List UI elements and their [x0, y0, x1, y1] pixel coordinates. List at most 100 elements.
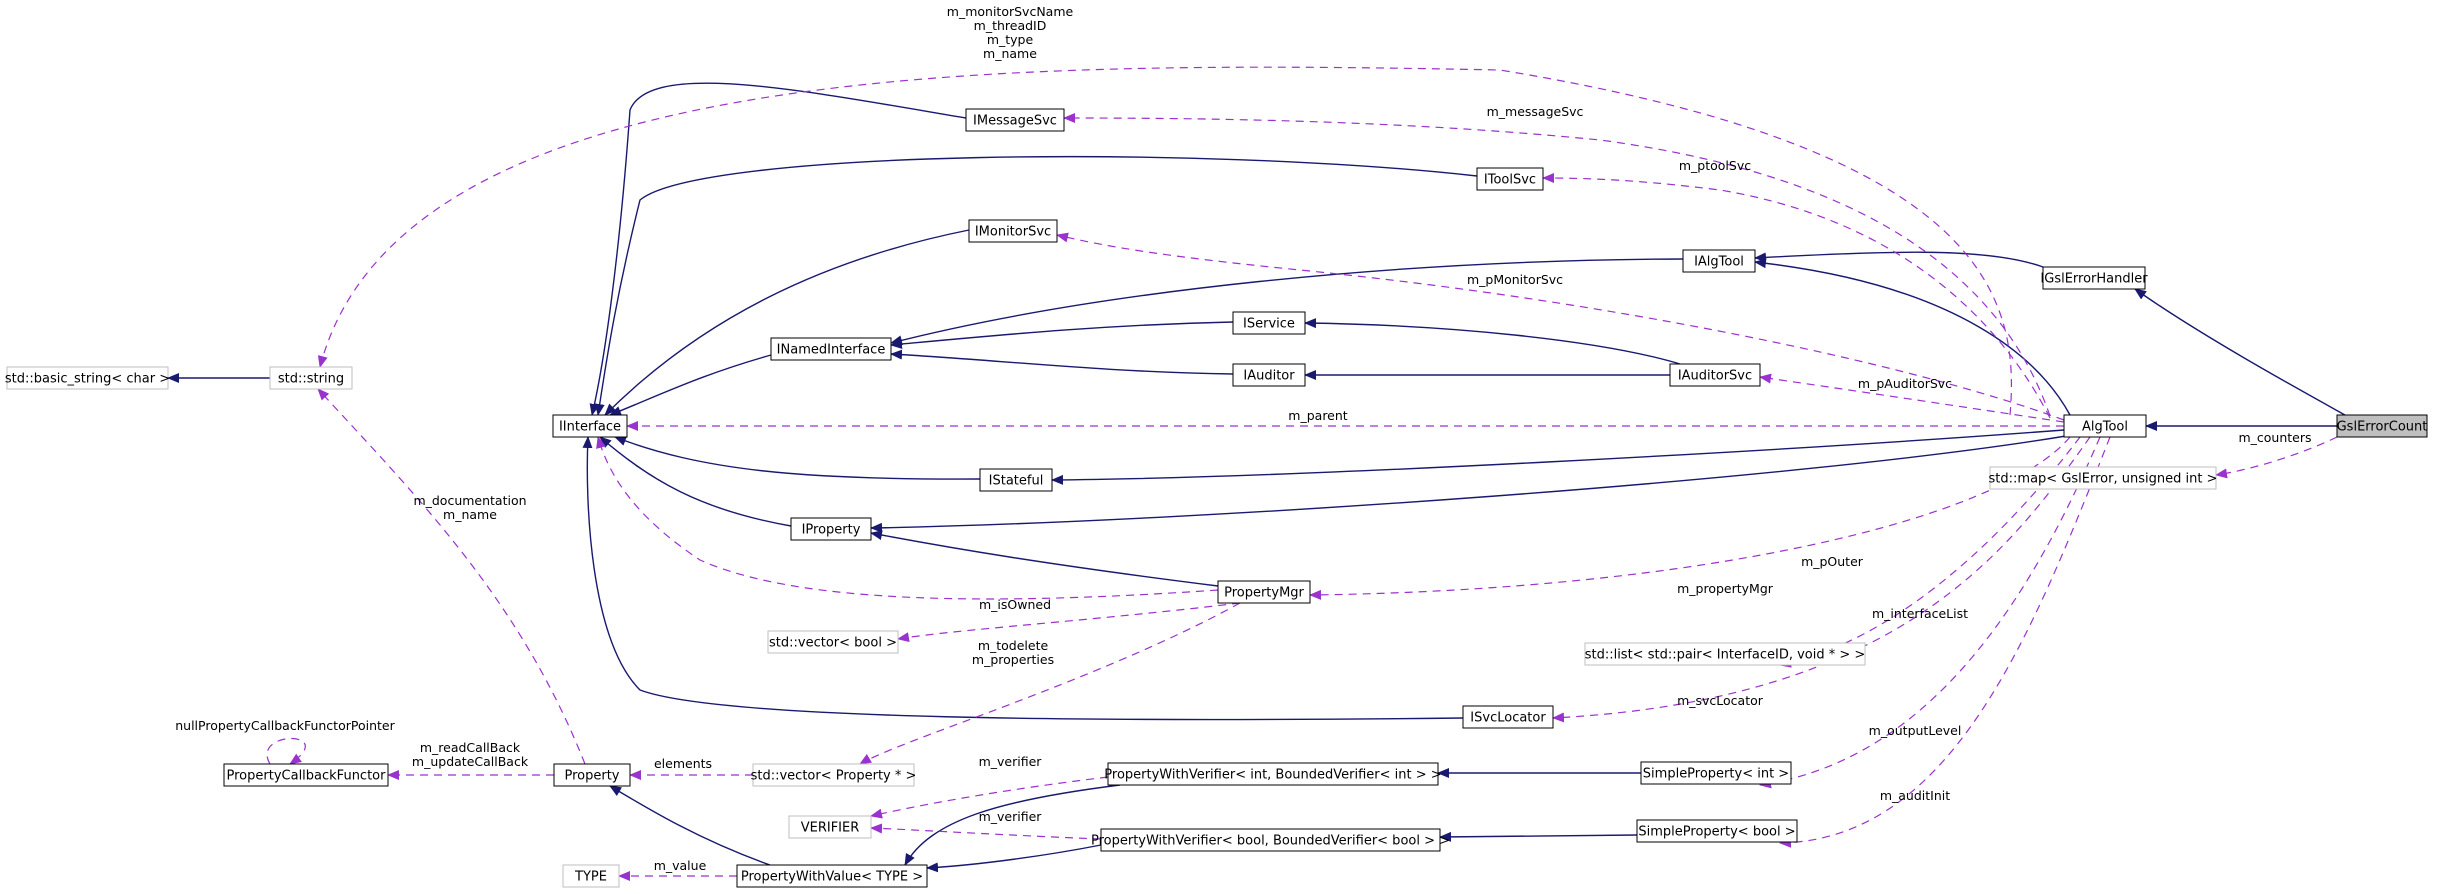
edge-label-AlgTool-to-SimpleProperty_bool: m_auditInit [1880, 788, 1950, 803]
inheritance-edge-AlgTool-to-IStateful [1051, 429, 2065, 485]
inheritance-edge-INamedInterface-to-IInterface [609, 354, 772, 416]
usage-edge-AlgTool-to-IToolSvc [1542, 173, 2051, 419]
class-node-SimpleProperty_int[interactable]: SimpleProperty< int > [1640, 761, 1792, 785]
inheritance-edge-PropertyMgr-to-IProperty [870, 530, 1219, 587]
class-node-IService[interactable]: IService [1232, 311, 1306, 335]
class-node-IToolSvc[interactable]: IToolSvc [1476, 167, 1544, 191]
class-label-ISvcLocator: ISvcLocator [1470, 711, 1546, 726]
edge-label-AlgTool-to-PropertyMgr: m_propertyMgr [1677, 581, 1774, 596]
class-box-TYPE [562, 864, 620, 888]
class-box-IAuditorSvc [1669, 363, 1761, 387]
usage-edge-AlgTool-to-SimpleProperty_int [1759, 436, 2101, 789]
inheritance-edge-IAuditor-to-INamedInterface [890, 349, 1234, 375]
class-node-AlgTool[interactable]: AlgTool [2063, 414, 2147, 438]
class-label-std_vector_prop: std::vector< Property * > [751, 769, 917, 784]
inheritance-edge-PWV_bool-to-PropertyWithValue [926, 844, 1102, 873]
class-box-PropertyMgr [1217, 580, 1311, 604]
class-box-IToolSvc [1476, 167, 1544, 191]
edge-label-AlgTool-to-IInterface: m_parent [1288, 408, 1347, 423]
class-box-AlgTool [2063, 414, 2147, 438]
class-node-IAuditor[interactable]: IAuditor [1232, 363, 1306, 387]
edge-label-AlgTool-to-ISvcLocator: m_svcLocator [1677, 693, 1764, 708]
class-node-IMessageSvc[interactable]: IMessageSvc [965, 108, 1065, 132]
class-box-std_vector_bool [767, 630, 899, 654]
class-label-IAlgTool: IAlgTool [1694, 255, 1744, 270]
class-label-std_vector_bool: std::vector< bool > [769, 636, 897, 651]
class-label-SimpleProperty_int: SimpleProperty< int > [1643, 767, 1789, 782]
class-node-IGslErrorHandler[interactable]: IGslErrorHandler [2040, 266, 2148, 290]
usage-edge-AlgTool-to-IMonitorSvc [1056, 232, 2065, 421]
class-label-IService: IService [1243, 317, 1295, 332]
usage-edge-AlgTool-to-IMessageSvc [1063, 113, 2051, 417]
class-node-PWV_int[interactable]: PropertyWithVerifier< int, BoundedVerifi… [1104, 762, 1442, 786]
class-label-IAuditor: IAuditor [1243, 369, 1295, 384]
edge-label-AlgTool-to-IMonitorSvc: m_pMonitorSvc [1467, 272, 1563, 287]
class-box-std_map [1989, 466, 2217, 490]
class-label-IProperty: IProperty [802, 523, 861, 538]
class-node-INamedInterface[interactable]: INamedInterface [770, 337, 892, 361]
class-node-SimpleProperty_bool[interactable]: SimpleProperty< bool > [1636, 819, 1798, 843]
class-node-VERIFIER[interactable]: VERIFIER [788, 815, 872, 839]
class-box-IMessageSvc [965, 108, 1065, 132]
edge-label-PropertyCallbackFunctor-to-PropertyCallbackFunctor: nullPropertyCallbackFunctorPointer [175, 718, 395, 733]
class-label-PropertyWithValue: PropertyWithValue< TYPE > [741, 870, 923, 885]
class-label-PropertyCallbackFunctor: PropertyCallbackFunctor [227, 769, 387, 784]
class-node-IProperty[interactable]: IProperty [790, 517, 872, 541]
class-node-PropertyWithValue[interactable]: PropertyWithValue< TYPE > [736, 864, 928, 888]
class-box-std_vector_prop [752, 763, 915, 787]
class-node-IAlgTool[interactable]: IAlgTool [1682, 249, 1756, 273]
inheritance-edge-IAlgTool-to-INamedInterface [890, 258, 1684, 346]
usage-edge-AlgTool-to-std_string [317, 66, 2012, 416]
class-node-IStateful[interactable]: IStateful [979, 468, 1053, 492]
edge-label-AlgTool-to-IAuditorSvc: m_pAuditorSvc [1858, 376, 1952, 391]
class-node-Property[interactable]: Property [553, 763, 631, 787]
class-box-IService [1232, 311, 1306, 335]
class-node-std_vector_prop[interactable]: std::vector< Property * > [751, 763, 917, 787]
edge-label-GslErrorCount-to-std_map: m_counters [2238, 430, 2311, 445]
class-label-PWV_int: PropertyWithVerifier< int, BoundedVerifi… [1104, 768, 1441, 783]
class-node-IInterface[interactable]: IInterface [552, 414, 628, 438]
class-node-IMonitorSvc[interactable]: IMonitorSvc [968, 219, 1058, 243]
class-box-PWV_int [1107, 762, 1439, 786]
class-node-PropertyMgr[interactable]: PropertyMgr [1217, 580, 1311, 604]
class-label-std_list: std::list< std::pair< InterfaceID, void … [1585, 648, 1866, 663]
class-box-IMonitorSvc [968, 219, 1058, 243]
inheritance-edge-PropertyWithValue-to-Property [609, 785, 771, 866]
class-label-TYPE: TYPE [574, 870, 607, 885]
class-node-PropertyCallbackFunctor[interactable]: PropertyCallbackFunctor [223, 763, 389, 787]
class-node-std_map[interactable]: std::map< GslError, unsigned int > [1989, 466, 2218, 490]
class-node-std_list[interactable]: std::list< std::pair< InterfaceID, void … [1584, 642, 1866, 666]
edge-label-std_vector_prop-to-Property: elements [654, 756, 712, 771]
class-node-GslErrorCount[interactable]: GslErrorCount [2336, 414, 2428, 438]
class-node-std_string[interactable]: std::string [269, 366, 353, 390]
class-box-PropertyWithValue [736, 864, 928, 888]
class-label-VERIFIER: VERIFIER [801, 821, 860, 836]
class-node-IAuditorSvc[interactable]: IAuditorSvc [1669, 363, 1761, 387]
inheritance-edge-IToolSvc-to-IInterface [594, 155, 1478, 416]
usage-edge-AlgTool-to-IAuditorSvc [1759, 373, 2065, 423]
class-node-PWV_bool[interactable]: PropertyWithVerifier< bool, BoundedVerif… [1091, 828, 1450, 852]
class-node-TYPE[interactable]: TYPE [562, 864, 620, 888]
class-box-PWV_bool [1100, 828, 1441, 852]
edge-label-PropertyWithValue-to-TYPE: m_value [654, 858, 707, 873]
usage-edge-GslErrorCount-to-std_map [2215, 436, 2338, 479]
class-box-INamedInterface [770, 337, 892, 361]
edge-label-AlgTool-to-SimpleProperty_int: m_outputLevel [1869, 723, 1962, 738]
class-node-ISvcLocator[interactable]: ISvcLocator [1462, 705, 1554, 729]
class-label-GslErrorCount: GslErrorCount [2337, 420, 2428, 435]
usage-edge-PWV_int-to-VERIFIER [870, 776, 1109, 819]
class-label-std_string: std::string [278, 372, 344, 387]
class-box-VERIFIER [788, 815, 872, 839]
class-box-SimpleProperty_int [1640, 761, 1792, 785]
class-node-std_basic_string[interactable]: std::basic_string< char > [5, 366, 170, 390]
class-box-PropertyCallbackFunctor [223, 763, 389, 787]
class-label-std_basic_string: std::basic_string< char > [5, 372, 170, 387]
class-box-IGslErrorHandler [2042, 266, 2146, 290]
usage-edge-AlgTool-to-SimpleProperty_bool [1779, 436, 2111, 848]
class-node-std_vector_bool[interactable]: std::vector< bool > [767, 630, 899, 654]
edge-label-PropertyMgr-to-IInterface: m_pOuter [1801, 554, 1864, 569]
